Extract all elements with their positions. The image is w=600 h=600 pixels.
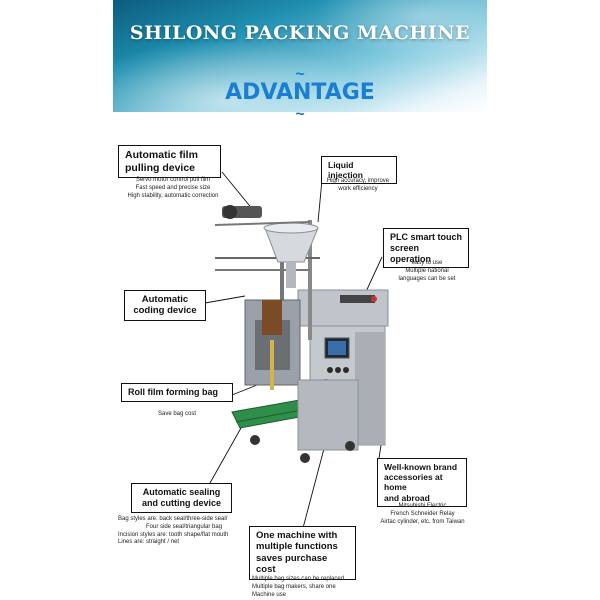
multi-title-2: multiple functions xyxy=(256,541,338,553)
multi-function-description: Multiple bag sizes can be replaced Multi… xyxy=(252,576,345,598)
liquid-injection-description: High accuracy, improve work efficiency xyxy=(326,178,390,192)
feature-sealing-box: Automatic sealing and cutting device xyxy=(131,483,232,513)
sealing-description: Bag styles are: back seal/three-side sea… xyxy=(118,516,229,546)
liquid-injection-title: Liquid injection xyxy=(328,160,363,181)
coding-title-2: coding device xyxy=(133,305,197,317)
film-pulling-title-1: Automatic film xyxy=(125,149,198,161)
feature-roll-film-box: Roll film forming bag xyxy=(121,383,233,402)
multi-title-3: saves purchase cost xyxy=(256,552,328,576)
feature-brand-box: Well-known brand accessories at home and… xyxy=(377,458,467,507)
film-pulling-description: Servo motor control pull film Fast speed… xyxy=(127,177,219,199)
plc-title-2: screen operation xyxy=(390,242,432,264)
page-title: SHILONG PACKING MACHINE xyxy=(129,22,471,44)
advantage-heading: ADVANTAGE xyxy=(225,80,375,105)
film-pulling-title-2: pulling device xyxy=(125,161,196,174)
plc-description: easy to use Multiple national languages … xyxy=(398,260,456,282)
roll-film-description: Save bag cost xyxy=(157,411,197,417)
multi-title-1: One machine with xyxy=(256,530,338,541)
brand-title-2: accessories at home xyxy=(384,472,443,493)
feature-coding-box: Automatic coding device xyxy=(124,290,206,321)
brand-title-3: and abroad xyxy=(384,492,430,503)
roll-film-title: Roll film forming bag xyxy=(128,387,218,397)
brand-description: Mitsubishi Electric French Schneider Rel… xyxy=(380,503,465,525)
feature-plc-box: PLC smart touch screen operation xyxy=(383,228,469,269)
tilde-ornament-top: ~ xyxy=(295,66,305,83)
feature-multi-function-box: One machine with multiple functions save… xyxy=(249,526,356,580)
brand-title-1: Well-known brand xyxy=(384,462,458,472)
sealing-title-2: and cutting device xyxy=(141,497,221,508)
feature-liquid-injection-box: Liquid injection xyxy=(321,156,397,185)
coding-title-1: Automatic xyxy=(141,294,189,305)
plc-title-1: PLC smart touch xyxy=(390,232,463,242)
sealing-title-1: Automatic sealing xyxy=(142,487,221,497)
header-banner xyxy=(113,0,487,112)
tilde-ornament-bottom: ~ xyxy=(295,106,305,123)
feature-film-pulling-box: Automatic film pulling device xyxy=(118,145,221,179)
